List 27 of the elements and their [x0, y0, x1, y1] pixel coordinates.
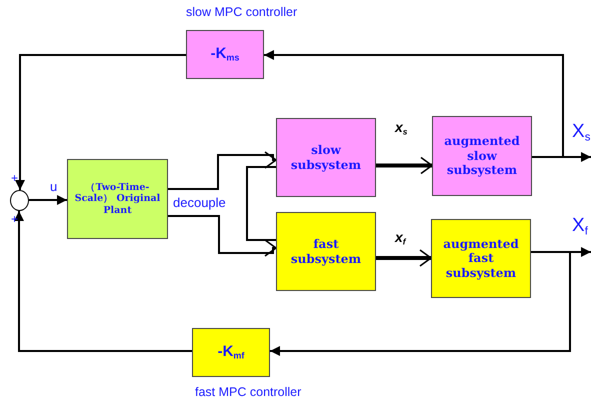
- system-block: augmented slow subsystem: [432, 116, 532, 196]
- system-block: fast subsystem: [276, 212, 376, 291]
- sign-label: +: [11, 213, 18, 225]
- summing-junction: [10, 190, 29, 211]
- signal-label: u: [50, 180, 58, 193]
- arrow: [15, 54, 186, 190]
- arrow: [376, 249, 432, 267]
- arrow: [376, 156, 433, 174]
- block-caption: fast MPC controller: [195, 386, 302, 398]
- annotation: decouple: [173, 196, 226, 209]
- arrow: [270, 251, 571, 356]
- signal-label: x$_{f}$: [395, 230, 406, 246]
- block-caption: slow MPC controller: [186, 6, 298, 18]
- arrow: [29, 195, 67, 205]
- sign-label: +: [11, 172, 18, 184]
- system-block: augmented fast subsystem: [431, 219, 531, 298]
- signal-label: X$_{s}$: [572, 122, 590, 144]
- signal-label: X$_{f}$: [572, 216, 588, 238]
- signal-label: x$_{s}$: [395, 120, 408, 136]
- controller-block: -K$_{mf}$: [192, 328, 270, 377]
- arrow: [168, 215, 277, 257]
- arrow: [168, 151, 277, 190]
- system-block: slow subsystem: [276, 118, 376, 197]
- arrow: [264, 50, 564, 158]
- arrow: [14, 211, 192, 352]
- system-block: （Two-Time-Scale） Original Plant: [67, 159, 168, 239]
- controller-block: -K$_{ms}$: [186, 30, 264, 79]
